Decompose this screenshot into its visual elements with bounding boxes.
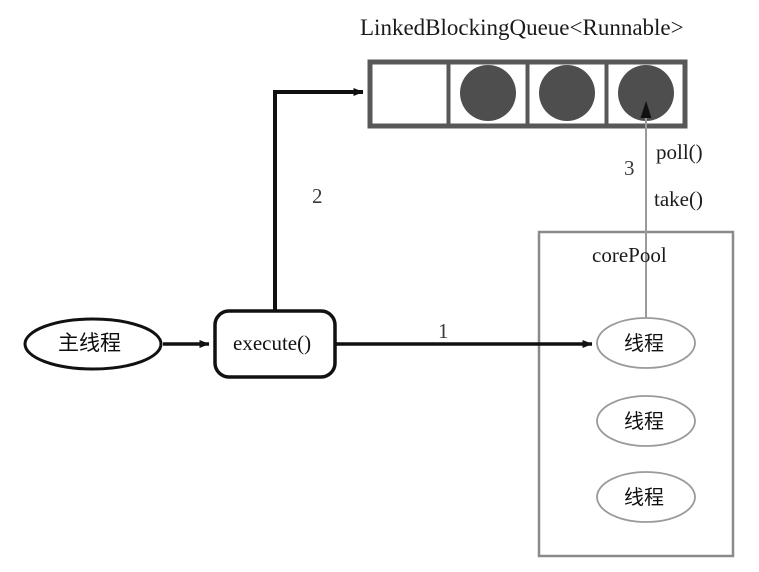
- execute-box-label: execute(): [233, 331, 312, 355]
- queue-title: LinkedBlockingQueue<Runnable>: [360, 15, 684, 40]
- arrow-step-3-head: [640, 101, 652, 118]
- main-thread-label: 主线程: [58, 331, 121, 355]
- thread-ellipse-2: [596, 395, 696, 447]
- queue-task-circle: [539, 65, 595, 121]
- thread-label-1: 线程: [624, 331, 664, 355]
- queue-task-circle: [460, 65, 516, 121]
- thread-ellipse-3: [596, 471, 696, 523]
- main-thread-ellipse: [23, 317, 163, 371]
- step-2-number: 2: [312, 184, 323, 208]
- poll-method-label: poll(): [656, 140, 703, 164]
- step-3-number: 3: [624, 156, 635, 180]
- core-pool-label: corePool: [592, 243, 667, 267]
- thread-label-2: 线程: [624, 409, 664, 433]
- step-1-number: 1: [438, 319, 449, 343]
- take-method-label: take(): [654, 187, 703, 211]
- arrow-step-2: [273, 88, 364, 311]
- queue-task-circle: [618, 65, 674, 121]
- queue-box: [367, 59, 688, 129]
- thread-label-3: 线程: [624, 485, 664, 509]
